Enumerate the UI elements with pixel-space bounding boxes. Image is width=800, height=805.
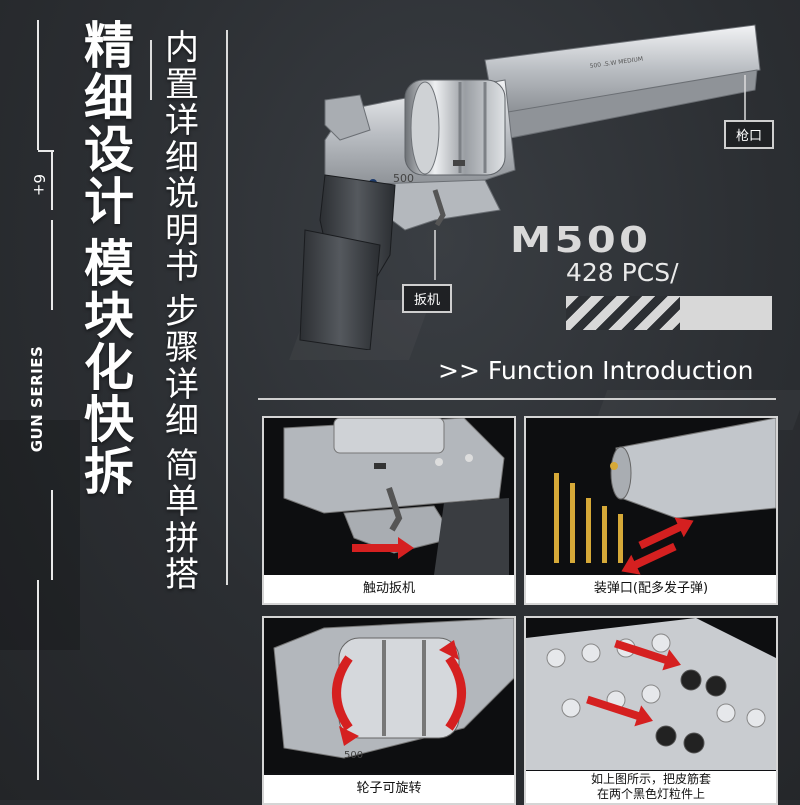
cylinder-face xyxy=(410,81,440,175)
panel-trigger-image xyxy=(264,418,514,575)
series-label: GUN SERIES xyxy=(28,345,46,453)
subheadline-char: 细 xyxy=(165,401,199,441)
grip xyxy=(434,498,509,575)
headline-char: 计 xyxy=(84,173,134,231)
divider-line xyxy=(150,40,152,100)
panel-caption: 轮子可旋转 xyxy=(264,775,514,803)
subheadline-char: 明 xyxy=(165,210,199,251)
panel-loading-port: 装弹口(配多发子弹) xyxy=(524,416,778,605)
cylinder xyxy=(338,637,460,739)
black-studs xyxy=(655,669,727,754)
headline-char: 拆 xyxy=(84,443,134,501)
rail-tick xyxy=(38,150,54,152)
piece-count: 428 PCS/ xyxy=(566,258,679,287)
subheadline-char: 简 xyxy=(165,445,199,486)
panel-cylinder-image: 500 xyxy=(264,618,514,773)
hammer xyxy=(324,94,371,141)
rotate-arrow-right xyxy=(445,655,466,731)
bullet-tip xyxy=(610,462,618,470)
revolver-illustration: 500 .S.W MEDIUM 500 xyxy=(299,24,761,350)
callout-muzzle: 枪口 xyxy=(724,120,775,149)
trigger xyxy=(432,189,446,227)
subheadline-char: 书 xyxy=(165,247,199,287)
rail-line xyxy=(37,20,39,150)
panel-caption: 触动扳机 xyxy=(264,575,514,603)
headline-char: 模 xyxy=(84,235,134,293)
panel-trigger: 触动扳机 xyxy=(262,416,516,605)
frame-mark: 500 xyxy=(344,750,363,761)
rail-line xyxy=(51,220,53,310)
red-arrow-right xyxy=(352,537,414,559)
subheadline-char: 内 xyxy=(165,28,199,68)
cylinder-release xyxy=(453,160,465,166)
panel-cylinder: 500 轮子可旋转 xyxy=(262,616,516,805)
subheadline-char: 详 xyxy=(165,364,199,405)
trigger-guard xyxy=(343,505,455,554)
hazard-stripes-tail xyxy=(680,296,772,330)
section-title: >> Function Introduction xyxy=(438,356,754,385)
headline-char: 设 xyxy=(84,121,134,179)
subheadline-char: 拼 xyxy=(165,518,199,559)
bullet xyxy=(570,483,575,563)
headline-char: 精 xyxy=(84,17,134,75)
age-rating: 6+ xyxy=(30,173,49,197)
background-shape xyxy=(0,420,80,650)
subheadline-char: 说 xyxy=(165,174,199,214)
cylinder xyxy=(333,418,445,454)
headline-char: 快 xyxy=(84,391,134,449)
headline-char: 块 xyxy=(84,287,134,345)
subheadline-char: 细 xyxy=(165,137,199,178)
panel-loading-image xyxy=(526,418,776,575)
bullet xyxy=(602,506,607,563)
caption-line: 如上图所示，把皮筋套 xyxy=(590,772,711,786)
panel-rubber-band-image xyxy=(526,618,776,770)
caption-line: 在两个黑色灯粒件上 xyxy=(596,787,705,801)
panel-caption: 如上图所示，把皮筋套 在两个黑色灯粒件上 xyxy=(526,771,776,803)
subheadline-char: 详 xyxy=(165,101,199,141)
subheadline-char: 步 xyxy=(165,291,199,332)
bullet xyxy=(618,514,623,563)
subheadline-char: 骤 xyxy=(165,328,199,368)
subheadline-instructions: 内 置 详 细 说 明 书 步 骤 详 细 简 单 拼 搭 xyxy=(165,30,205,594)
headline-char: 化 xyxy=(84,339,134,397)
rotate-arrow-left xyxy=(332,655,353,731)
trigger xyxy=(386,487,403,532)
headline-char: 细 xyxy=(84,69,134,127)
subheadline-char: 单 xyxy=(165,482,199,522)
subheadline-char: 置 xyxy=(165,64,199,105)
frame-mark: 500 xyxy=(393,172,414,185)
headline-design: 精 细 设 计 模 块 化 快 拆 xyxy=(84,20,144,498)
bullet xyxy=(554,473,559,563)
callout-trigger: 扳机 xyxy=(402,284,453,313)
model-name: M500 xyxy=(510,220,652,261)
subheadline-char: 搭 xyxy=(165,555,199,595)
divider-line xyxy=(226,30,228,585)
section-divider xyxy=(258,398,776,400)
rail-line xyxy=(37,580,39,780)
bullets xyxy=(554,473,623,563)
rail-line xyxy=(51,150,53,210)
panel-caption: 装弹口(配多发子弹) xyxy=(526,575,776,603)
panel-rubber-band: 如上图所示，把皮筋套 在两个黑色灯粒件上 xyxy=(524,616,778,805)
grip-magazine xyxy=(299,229,381,350)
rail-line xyxy=(51,490,53,580)
bullet xyxy=(586,498,591,563)
